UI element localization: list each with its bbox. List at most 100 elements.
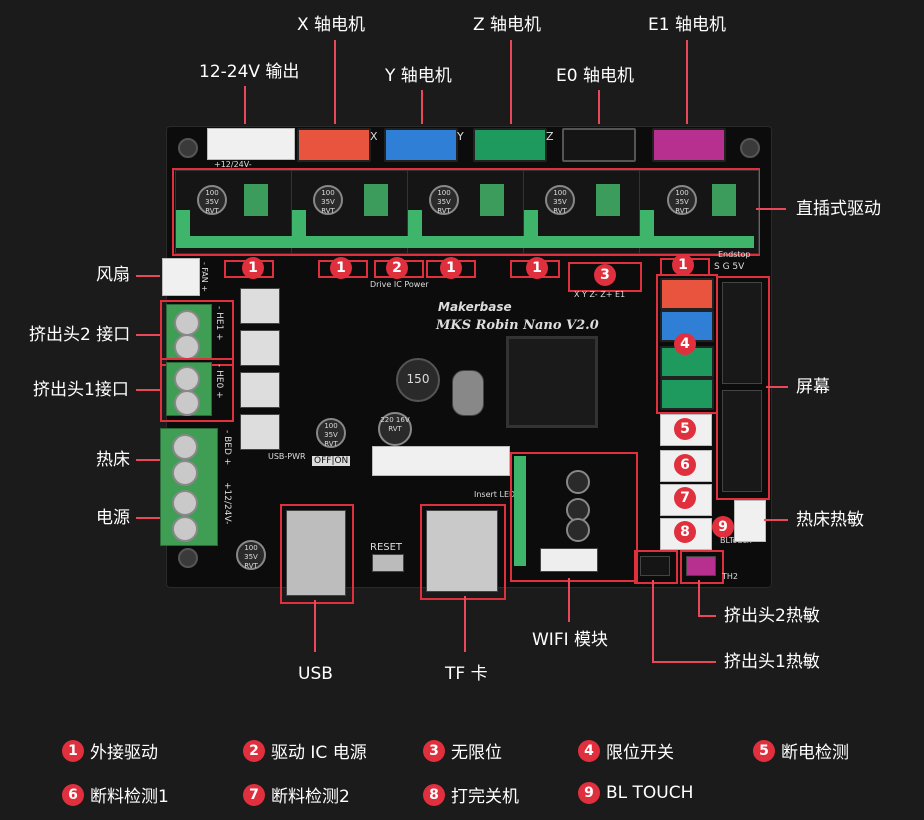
leader-hotbed [136, 459, 160, 461]
label-driver: 直插式驱动 [796, 199, 881, 219]
bottom-white-connector [372, 446, 510, 476]
silk-th2: TH2 [722, 572, 738, 581]
tf-slot [426, 510, 498, 592]
marker-1: 1 [526, 257, 548, 279]
legend-num: 6 [62, 783, 84, 806]
legend-text: 断料检测2 [271, 787, 350, 807]
label-z-motor: Z 轴电机 [473, 15, 542, 35]
silk-drive-ic-power: Drive IC Power [370, 280, 429, 289]
wifi-cap [566, 518, 590, 542]
silk-fan: - FAN + [200, 262, 209, 292]
label-wifi: WIFI 模块 [532, 630, 609, 650]
leader-12-24 [244, 86, 246, 124]
label-screen: 屏幕 [796, 377, 830, 397]
endstop-green2 [660, 378, 714, 410]
label-power: 电源 [96, 508, 130, 528]
screw [174, 310, 200, 336]
legend-text: 断电检测 [781, 743, 849, 763]
marker-2: 2 [386, 257, 408, 279]
driver-header-left [524, 210, 538, 238]
silk-bed: - BED + [222, 430, 232, 466]
endstop-blue [660, 310, 714, 342]
legend-text: BL TOUCH [606, 783, 694, 803]
inductor: 150 [396, 358, 440, 402]
legend-num: 8 [423, 783, 445, 806]
screw [174, 390, 200, 416]
reset-button[interactable] [372, 554, 404, 572]
driver-jumper-pins [244, 184, 268, 216]
legend-num: 1 [62, 739, 84, 762]
legend-item: 6 断料检测1 [62, 782, 169, 807]
marker-3: 3 [594, 264, 616, 286]
legend-text: 限位开关 [606, 743, 674, 763]
legend-item: 1 外接驱动 [62, 738, 158, 763]
label-hotbed: 热床 [96, 450, 130, 470]
legend-item: 4 限位开关 [578, 738, 674, 763]
screw [172, 516, 198, 542]
silk-endstop-axes: X Y Z- Z+ E1 [574, 290, 626, 299]
leader-ext2-v [698, 580, 700, 616]
marker-1: 1 [440, 257, 462, 279]
screw [172, 434, 198, 460]
label-y-motor: Y 轴电机 [385, 66, 452, 86]
driver-cap: 100 35V RVT [313, 185, 343, 215]
electrolytic-cap: 100 35V RVT [316, 418, 346, 448]
x-motor-connector [297, 128, 371, 162]
wifi-cap [566, 470, 590, 494]
silk-sg5v: S G 5V [714, 262, 745, 272]
marker-1: 1 [330, 257, 352, 279]
silk-off-on: OFF|ON [312, 456, 351, 466]
driver-header-left [408, 210, 422, 238]
leader-wifi [568, 578, 570, 622]
label-tf: TF 卡 [445, 664, 488, 684]
leader-bed-thermistor [764, 519, 788, 521]
legend-num: 5 [753, 739, 775, 762]
driver-header-row [176, 236, 754, 248]
marker-1: 1 [242, 257, 264, 279]
legend-num: 3 [423, 739, 445, 762]
legend-item: 8 打完关机 [423, 782, 519, 807]
marker-1: 1 [672, 254, 694, 276]
leader-y [421, 90, 423, 124]
e0-motor-connector [562, 128, 636, 162]
y-motor-connector [384, 128, 458, 162]
silk-endstop: Endstop [718, 250, 751, 259]
driver-header-left [176, 210, 190, 238]
legend-num: 7 [243, 783, 265, 806]
marker-4: 4 [674, 333, 696, 355]
leader-power [136, 517, 160, 519]
screw [172, 460, 198, 486]
mosfet [240, 414, 280, 450]
legend-num: 9 [578, 782, 600, 804]
driver-jumper-pins [596, 184, 620, 216]
z-motor-connector [473, 128, 547, 162]
marker-7: 7 [674, 487, 696, 509]
legend-text: 打完关机 [451, 787, 519, 807]
leader-ext1-v [652, 580, 654, 662]
silk-v1224: +12/24V- [222, 482, 232, 525]
leader-z [510, 40, 512, 124]
silk-x: X [370, 130, 378, 143]
driver-jumper-pins [364, 184, 388, 216]
e1-motor-connector [652, 128, 726, 162]
leader-ext2-h [698, 615, 716, 617]
screen-header-exp1 [722, 282, 762, 384]
leader-fan [136, 275, 160, 277]
leader-driver [756, 208, 786, 210]
label-e1-motor: E1 轴电机 [648, 15, 726, 35]
mount-hole [178, 548, 198, 568]
screw [174, 366, 200, 392]
marker-5: 5 [674, 418, 696, 440]
silk-brand: Makerbase [438, 300, 512, 314]
wifi-connector [540, 548, 598, 572]
driver-header-left [292, 210, 306, 238]
extruder1-outline [160, 358, 234, 422]
silk-v1224-top: +12/24V- [214, 160, 252, 169]
label-extruder2: 挤出头2 接口 [29, 325, 131, 345]
label-x-motor: X 轴电机 [297, 15, 366, 35]
legend-item: 9 BL TOUCH [578, 782, 693, 804]
usb-outline [280, 504, 354, 604]
silk-model: MKS Robin Nano V2.0 [436, 318, 599, 333]
legend-item: 7 断料检测2 [243, 782, 350, 807]
tf-outline [420, 504, 506, 600]
